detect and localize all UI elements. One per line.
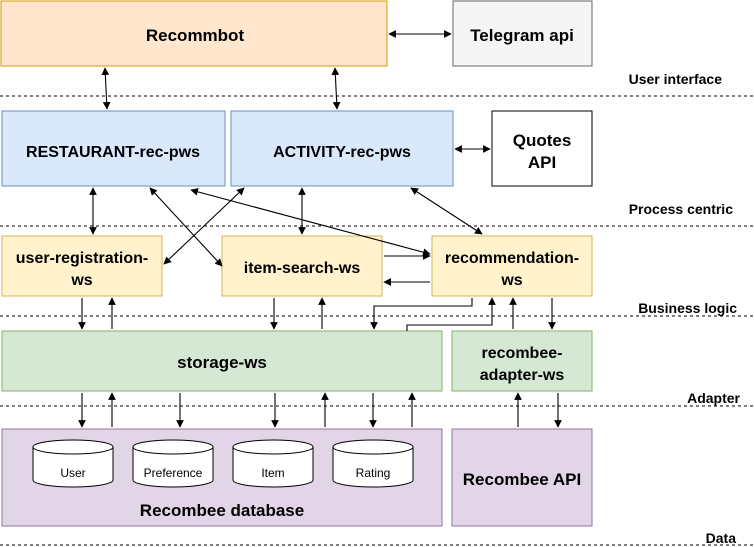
recombee-adapter-label-line2: adapter-ws [480, 367, 565, 384]
edge-activity-user-registration [163, 187, 245, 265]
recombee-api-node[interactable]: Recombee API [451, 428, 593, 527]
layer-label-business-logic: Business logic [638, 300, 737, 316]
edge-activity-recommendation [410, 187, 483, 235]
recommbot-node[interactable]: Recommbot [0, 0, 388, 67]
db-table-item[interactable]: Item [232, 439, 314, 488]
storage-ws-label: storage-ws [177, 353, 267, 372]
db-table-rating[interactable]: Rating [332, 439, 414, 488]
recombee-api-label: Recombee API [463, 470, 581, 489]
layer-label-process-centric: Process centric [629, 201, 733, 217]
recommendation-label-line2: ws [500, 272, 522, 289]
edge-recommbot-restaurant [101, 67, 111, 110]
restaurant-rec-pws-node[interactable]: RESTAURANT-rec-pws [1, 110, 226, 187]
storage-ws-node[interactable]: storage-ws [1, 330, 443, 392]
quotes-api-node[interactable]: Quotes API [491, 110, 593, 187]
db-table-user[interactable]: User [32, 439, 114, 488]
edge-recommendation-to-storage [370, 298, 473, 330]
edge-storage-to-recommendation [406, 297, 496, 331]
activity-rec-pws-node[interactable]: ACTIVITY-rec-pws [230, 110, 454, 187]
recombee-database-label: Recombee database [140, 501, 304, 520]
quotes-api-label-line2: API [528, 153, 556, 172]
layer-label-data: Data [706, 530, 737, 546]
telegram-api-node[interactable]: Telegram api [452, 0, 593, 67]
layer-label-user-interface: User interface [629, 71, 723, 87]
user-registration-ws-node[interactable]: user-registration- ws [1, 235, 163, 297]
layer-label-adapter: Adapter [687, 390, 740, 406]
item-search-label: item-search-ws [244, 260, 361, 277]
recommendation-label-line1: recommendation- [445, 250, 579, 267]
db-table-preference-label: Preference [144, 466, 203, 480]
recommendation-ws-node[interactable]: recommendation- ws [431, 235, 593, 297]
recombee-adapter-label-line1: recombee- [482, 345, 563, 362]
item-search-ws-node[interactable]: item-search-ws [221, 235, 383, 297]
db-table-preference[interactable]: Preference [132, 439, 214, 488]
restaurant-rec-pws-label: RESTAURANT-rec-pws [26, 144, 200, 161]
recommbot-label: Recommbot [146, 26, 245, 45]
activity-rec-pws-label: ACTIVITY-rec-pws [273, 144, 411, 161]
telegram-api-label: Telegram api [470, 26, 574, 45]
user-registration-label-line2: ws [70, 272, 92, 289]
db-table-user-label: User [60, 466, 85, 480]
quotes-api-label-line1: Quotes [513, 131, 572, 150]
user-registration-label-line1: user-registration- [16, 250, 148, 267]
db-table-item-label: Item [261, 466, 284, 480]
recombee-adapter-ws-node[interactable]: recombee- adapter-ws [451, 330, 593, 392]
edge-recommbot-activity [331, 67, 341, 110]
db-table-rating-label: Rating [356, 466, 391, 480]
